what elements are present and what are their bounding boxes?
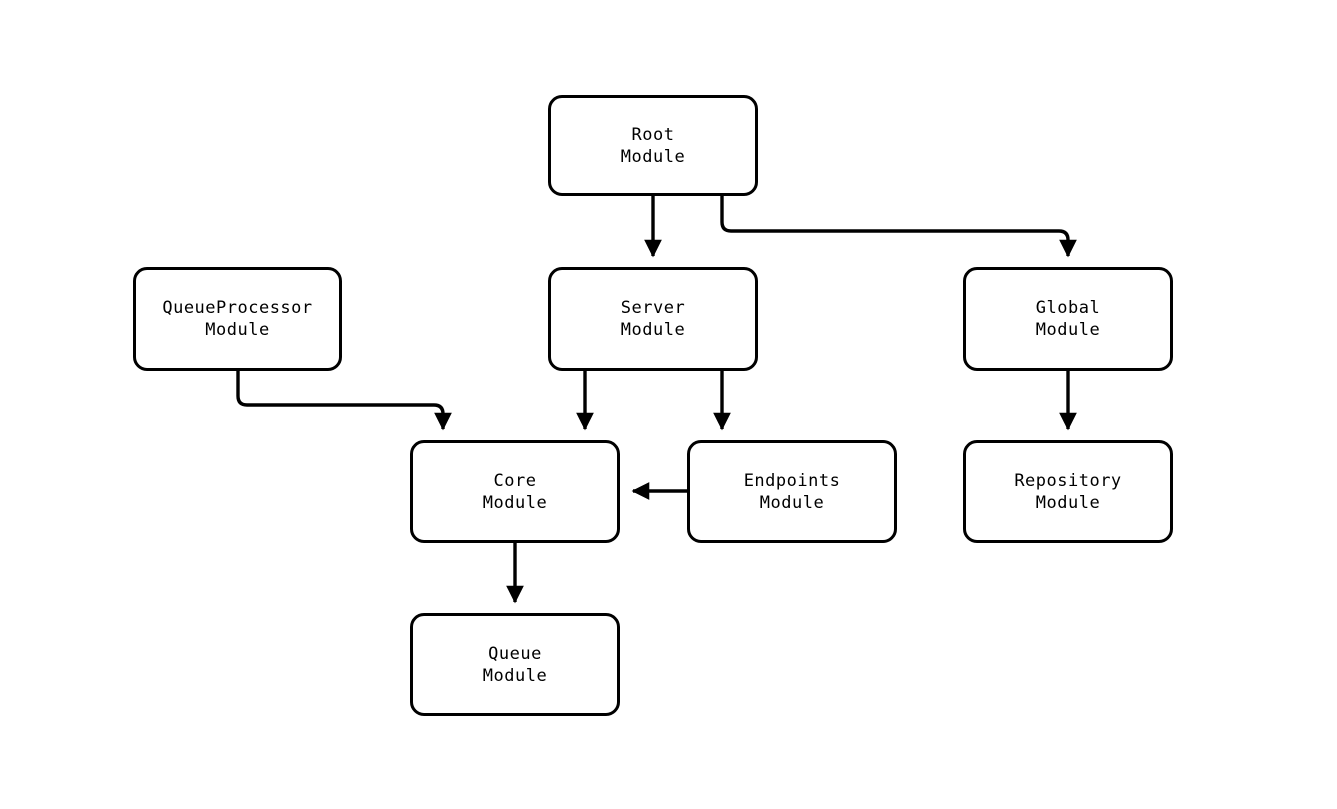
node-label-line2: Module <box>620 146 686 167</box>
node-label-line1: Repository <box>1014 470 1122 491</box>
node-repository-module[interactable]: Repository Module <box>963 440 1173 543</box>
edge-queueprocessor-to-core <box>236 371 452 431</box>
node-label-line1: Global <box>1035 298 1101 318</box>
node-queue-module[interactable]: Queue Module <box>410 613 620 716</box>
node-label-line1: Server <box>620 298 686 318</box>
node-label-line2: Module <box>759 492 825 513</box>
node-global-module[interactable]: Global Module <box>963 267 1173 371</box>
node-label-line1: Core <box>493 470 537 491</box>
node-label-line1: Root <box>631 124 675 145</box>
node-label-line2: Module <box>1035 320 1101 340</box>
node-label-line2: Module <box>1035 492 1101 513</box>
node-label-line1: Queue <box>488 643 542 664</box>
node-endpoints-module[interactable]: Endpoints Module <box>687 440 897 543</box>
node-root-module[interactable]: Root Module <box>548 95 758 196</box>
node-label-line2: Module <box>482 492 548 513</box>
node-label-line2: Module <box>482 665 548 686</box>
node-server-module[interactable]: Server Module <box>548 267 758 371</box>
node-core-module[interactable]: Core Module <box>410 440 620 543</box>
node-label-line1: Endpoints <box>743 470 841 491</box>
node-label-line2: Module <box>620 320 686 340</box>
node-queueprocessor-module[interactable]: QueueProcessor Module <box>133 267 342 371</box>
node-label-line2: Module <box>205 320 270 340</box>
edge-root-to-global <box>720 196 1077 258</box>
node-label-line1: QueueProcessor <box>162 298 313 318</box>
